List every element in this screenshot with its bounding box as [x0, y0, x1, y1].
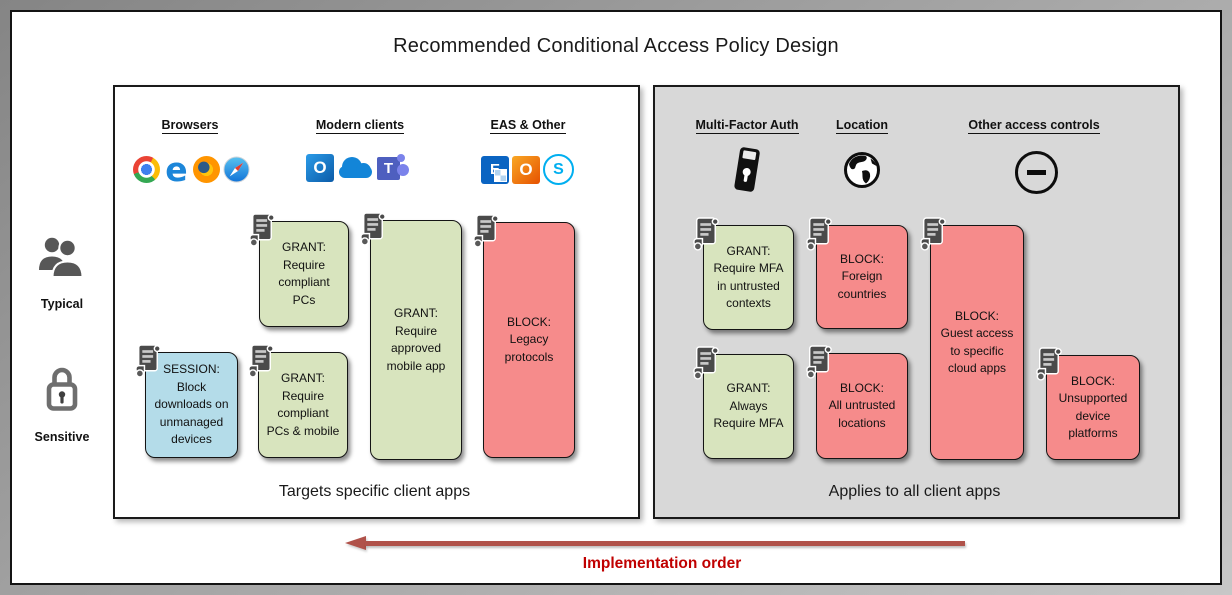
policy-card-text: GRANT: Always Require MFA [713, 381, 784, 431]
browser-icons-row: e [133, 150, 250, 189]
policy-scroll-icon [693, 217, 721, 252]
policy-card-grant-always-mfa: GRANT: Always Require MFA [693, 346, 794, 459]
skype-icon: S [543, 154, 574, 185]
outlook-icon: O [306, 154, 334, 182]
modern-client-icons-row: O T [306, 154, 409, 182]
policy-card-block-unsupported-platforms: BLOCK: Unsupported device platforms [1036, 347, 1140, 460]
people-icon [39, 237, 84, 278]
policy-scroll-icon [920, 217, 948, 252]
column-header-browsers: Browsers [161, 118, 219, 134]
onedrive-icon [337, 156, 374, 180]
policy-scroll-icon [473, 214, 501, 249]
column-header-eas-other: EAS & Other [490, 118, 566, 134]
policy-card-text: BLOCK: All untrusted locations [828, 380, 896, 430]
policy-scroll-icon [249, 213, 277, 248]
column-header-other-access: Other access controls [968, 118, 1100, 134]
policy-scroll-icon [1036, 347, 1064, 382]
policy-card-grant-compliant-pcs: GRANT: Require compliant PCs [249, 213, 349, 327]
policy-card-text: GRANT: Require compliant PCs & mobile [266, 371, 340, 438]
policy-scroll-icon [360, 212, 388, 247]
left-panel-caption: Targets specific client apps [278, 483, 471, 500]
policy-card-block-untrusted-locations: BLOCK: All untrusted locations [806, 345, 908, 459]
lock-icon [46, 367, 78, 411]
safari-icon [223, 156, 250, 183]
implementation-order-label: Implementation order [582, 555, 742, 572]
policy-card-block-legacy-protocols: BLOCK: Legacy protocols [473, 214, 575, 458]
policy-card-block-guest-access: BLOCK: Guest access to specific cloud ap… [920, 217, 1024, 460]
column-header-mfa: Multi-Factor Auth [695, 118, 799, 134]
implementation-arrow [365, 541, 965, 546]
column-header-modern-clients: Modern clients [315, 118, 405, 134]
policy-scroll-icon [248, 344, 276, 379]
page-title: Recommended Conditional Access Policy De… [393, 35, 839, 57]
policy-card-session-block-downloads: SESSION: Block downloads on unmanaged de… [135, 344, 238, 458]
row-label-sensitive: Sensitive [34, 430, 90, 444]
firefox-icon [193, 156, 220, 183]
policy-card-text: BLOCK: Legacy protocols [504, 314, 554, 364]
policy-card-grant-compliant-pcs-mobile: GRANT: Require compliant PCs & mobile [248, 344, 348, 458]
policy-card-text: BLOCK: Guest access to specific cloud ap… [940, 308, 1014, 376]
implementation-arrow-head [345, 536, 366, 550]
globe-icon [844, 152, 880, 188]
right-panel-caption: Applies to all client apps [828, 483, 1001, 500]
exchange-icon: E [481, 155, 509, 184]
policy-card-text: GRANT: Require approved mobile app [386, 306, 446, 373]
policy-card-text: GRANT: Require compliant PCs [278, 240, 330, 307]
chrome-icon [133, 156, 160, 183]
policy-card-text: BLOCK: Unsupported device platforms [1058, 373, 1128, 441]
outlook-2013-icon: O [512, 155, 540, 184]
policy-scroll-icon [693, 346, 721, 381]
policy-scroll-icon [806, 345, 834, 380]
teams-icon: T [377, 154, 409, 182]
policy-card-grant-approved-mobile-app: GRANT: Require approved mobile app [360, 212, 462, 460]
row-label-typical: Typical [40, 297, 84, 311]
policy-scroll-icon [135, 344, 163, 379]
policy-card-text: SESSION: Block downloads on unmanaged de… [154, 362, 229, 447]
policy-card-grant-mfa-untrusted: GRANT: Require MFA in untrusted contexts [693, 217, 794, 330]
column-header-location: Location [835, 118, 889, 134]
eas-icons-row: E O S [481, 154, 574, 185]
policy-card-block-foreign-countries: BLOCK: Foreign countries [806, 217, 908, 329]
policy-scroll-icon [806, 217, 834, 252]
edge-icon: e [165, 150, 188, 189]
policy-card-text: GRANT: Require MFA in untrusted contexts [713, 243, 784, 311]
phone-icon [734, 147, 760, 192]
no-entry-icon [1015, 151, 1058, 194]
policy-card-text: BLOCK: Foreign countries [837, 251, 887, 301]
